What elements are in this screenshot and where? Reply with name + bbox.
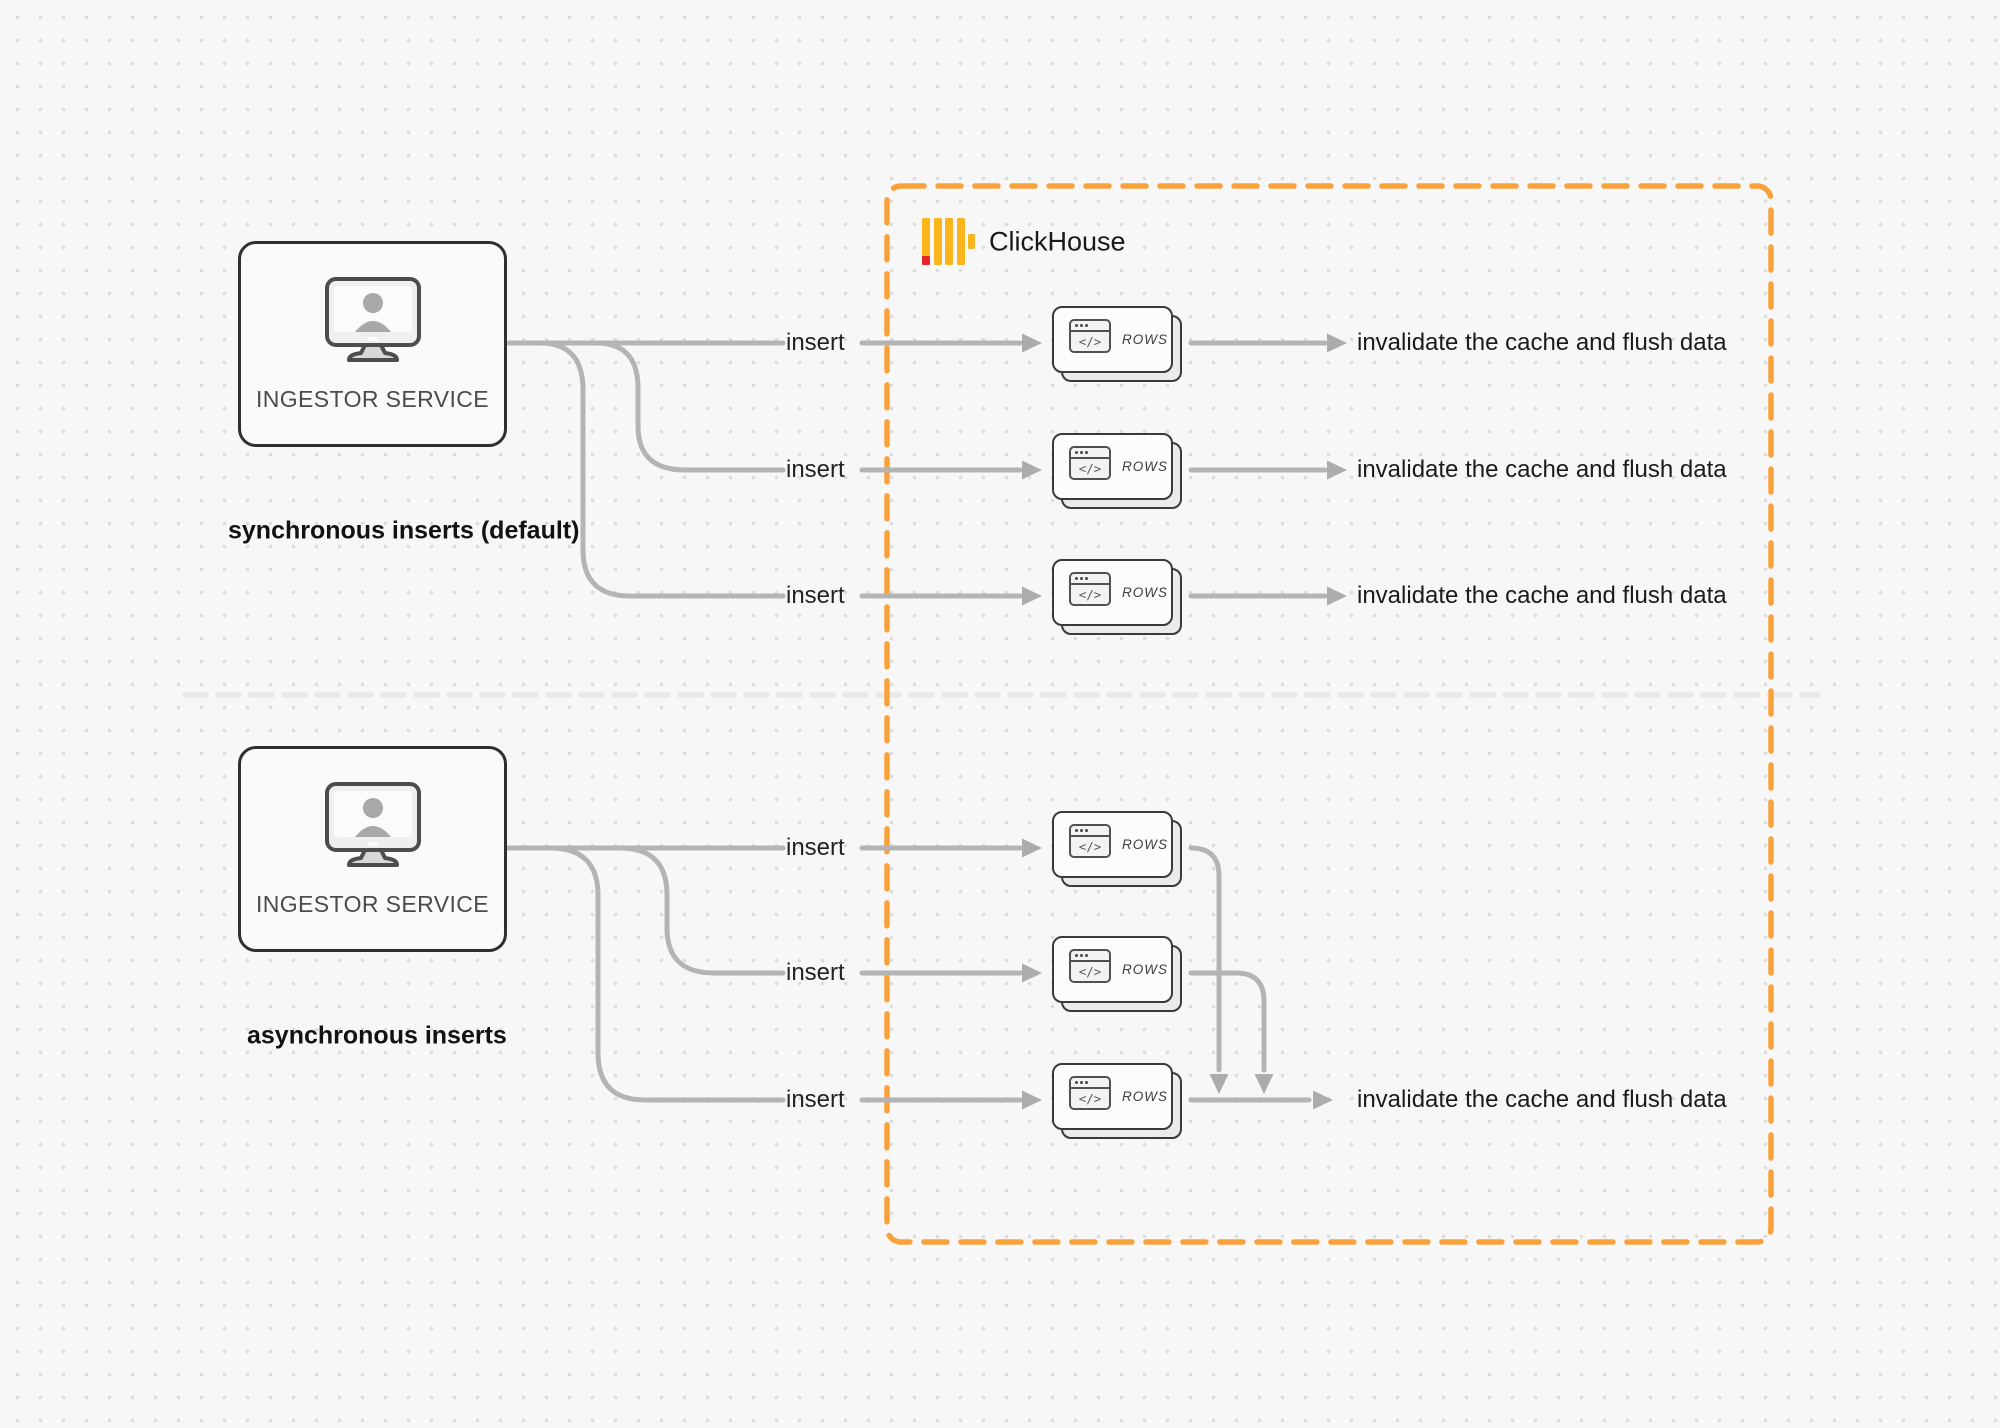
rows-table-card: </> ROWS xyxy=(1052,433,1184,511)
code-glyph: </> xyxy=(1078,1091,1102,1106)
card-front: </> ROWS xyxy=(1052,559,1173,626)
clickhouse-logo: ClickHouse xyxy=(922,218,1222,266)
arrowhead-down xyxy=(1254,1074,1274,1094)
rows-label: ROWS xyxy=(1122,584,1168,600)
window-titlebar xyxy=(1071,826,1109,837)
async-branch-row2 xyxy=(617,845,786,976)
result-label: invalidate the cache and flush data xyxy=(1357,582,1727,609)
arrowhead xyxy=(1022,838,1042,858)
clickhouse-logo-bar xyxy=(945,218,953,265)
arrowhead xyxy=(1327,333,1347,353)
async-section-caption: asynchronous inserts xyxy=(247,1021,507,1050)
code-window-icon: </> xyxy=(1069,319,1111,353)
insert-label: insert xyxy=(786,456,845,483)
card-front: </> ROWS xyxy=(1052,936,1173,1003)
card-front: </> ROWS xyxy=(1052,306,1173,373)
arrowhead xyxy=(1022,586,1042,606)
result-label: invalidate the cache and flush data xyxy=(1357,1086,1727,1113)
result-label: invalidate the cache and flush data xyxy=(1357,456,1727,483)
clickhouse-logo-bar xyxy=(933,218,942,265)
code-window-icon: </> xyxy=(1069,949,1111,983)
arrowhead xyxy=(1327,586,1347,606)
code-window-icon: </> xyxy=(1069,824,1111,858)
clickhouse-logo-bar xyxy=(956,218,965,265)
arrowhead xyxy=(1022,1090,1042,1110)
sync-section-caption: synchronous inserts (default) xyxy=(228,516,580,545)
sync-branch-row2 xyxy=(593,340,786,473)
code-window-icon: </> xyxy=(1069,1076,1111,1110)
code-glyph: </> xyxy=(1078,964,1102,979)
rows-table-card: </> ROWS xyxy=(1052,306,1184,384)
insert-label: insert xyxy=(786,1086,845,1113)
arrowhead xyxy=(1022,460,1042,480)
clickhouse-logo-red-accent xyxy=(922,256,930,265)
rows-label: ROWS xyxy=(1122,1088,1168,1104)
rows-table-card: </> ROWS xyxy=(1052,936,1184,1014)
clickhouse-title: ClickHouse xyxy=(989,226,1126,257)
code-window-icon: </> xyxy=(1069,572,1111,606)
rows-label: ROWS xyxy=(1122,961,1168,977)
arrowhead xyxy=(1022,963,1042,983)
rows-label: ROWS xyxy=(1122,331,1168,347)
rows-label: ROWS xyxy=(1122,458,1168,474)
result-label: invalidate the cache and flush data xyxy=(1357,329,1727,356)
connectors xyxy=(505,340,1328,1103)
ingestor-service-box-async: INGESTOR SERVICE xyxy=(238,746,507,952)
window-titlebar xyxy=(1071,951,1109,962)
window-titlebar xyxy=(1071,321,1109,332)
code-glyph: </> xyxy=(1078,461,1102,476)
arrowhead xyxy=(1313,1090,1333,1110)
code-glyph: </> xyxy=(1078,587,1102,602)
ingestor-service-box-sync: INGESTOR SERVICE xyxy=(238,241,507,447)
ingestor-service-label: INGESTOR SERVICE xyxy=(255,891,490,917)
code-window-icon: </> xyxy=(1069,446,1111,480)
clickhouse-boundary-box xyxy=(884,183,1774,1245)
async-drop-arrow-1 xyxy=(1188,845,1222,1073)
window-titlebar xyxy=(1071,1078,1109,1089)
user-monitor-icon xyxy=(324,782,421,867)
rows-table-card: </> ROWS xyxy=(1052,811,1184,889)
insert-label: insert xyxy=(786,959,845,986)
async-drop-arrow-2 xyxy=(1188,970,1267,1073)
code-glyph: </> xyxy=(1078,334,1102,349)
clickhouse-logo-bar xyxy=(922,218,930,265)
clickhouse-logo-bar-short xyxy=(968,234,975,249)
arrowheads xyxy=(1022,333,1347,1110)
rows-table-card: </> ROWS xyxy=(1052,559,1184,637)
arrowhead xyxy=(1022,333,1042,353)
insert-label: insert xyxy=(786,582,845,609)
insert-label: insert xyxy=(786,329,845,356)
card-front: </> ROWS xyxy=(1052,1063,1173,1130)
arrowhead-down xyxy=(1209,1074,1229,1094)
insert-label: insert xyxy=(786,834,845,861)
sync-branch-row3 xyxy=(537,340,786,599)
arrowhead xyxy=(1327,460,1347,480)
rows-label: ROWS xyxy=(1122,836,1168,852)
rows-table-card: </> ROWS xyxy=(1052,1063,1184,1141)
async-branch-row3 xyxy=(547,845,786,1103)
ingestor-service-label: INGESTOR SERVICE xyxy=(255,386,490,412)
card-front: </> ROWS xyxy=(1052,433,1173,500)
card-front: </> ROWS xyxy=(1052,811,1173,878)
window-titlebar xyxy=(1071,574,1109,585)
user-monitor-icon xyxy=(324,277,421,362)
window-titlebar xyxy=(1071,448,1109,459)
code-glyph: </> xyxy=(1078,839,1102,854)
